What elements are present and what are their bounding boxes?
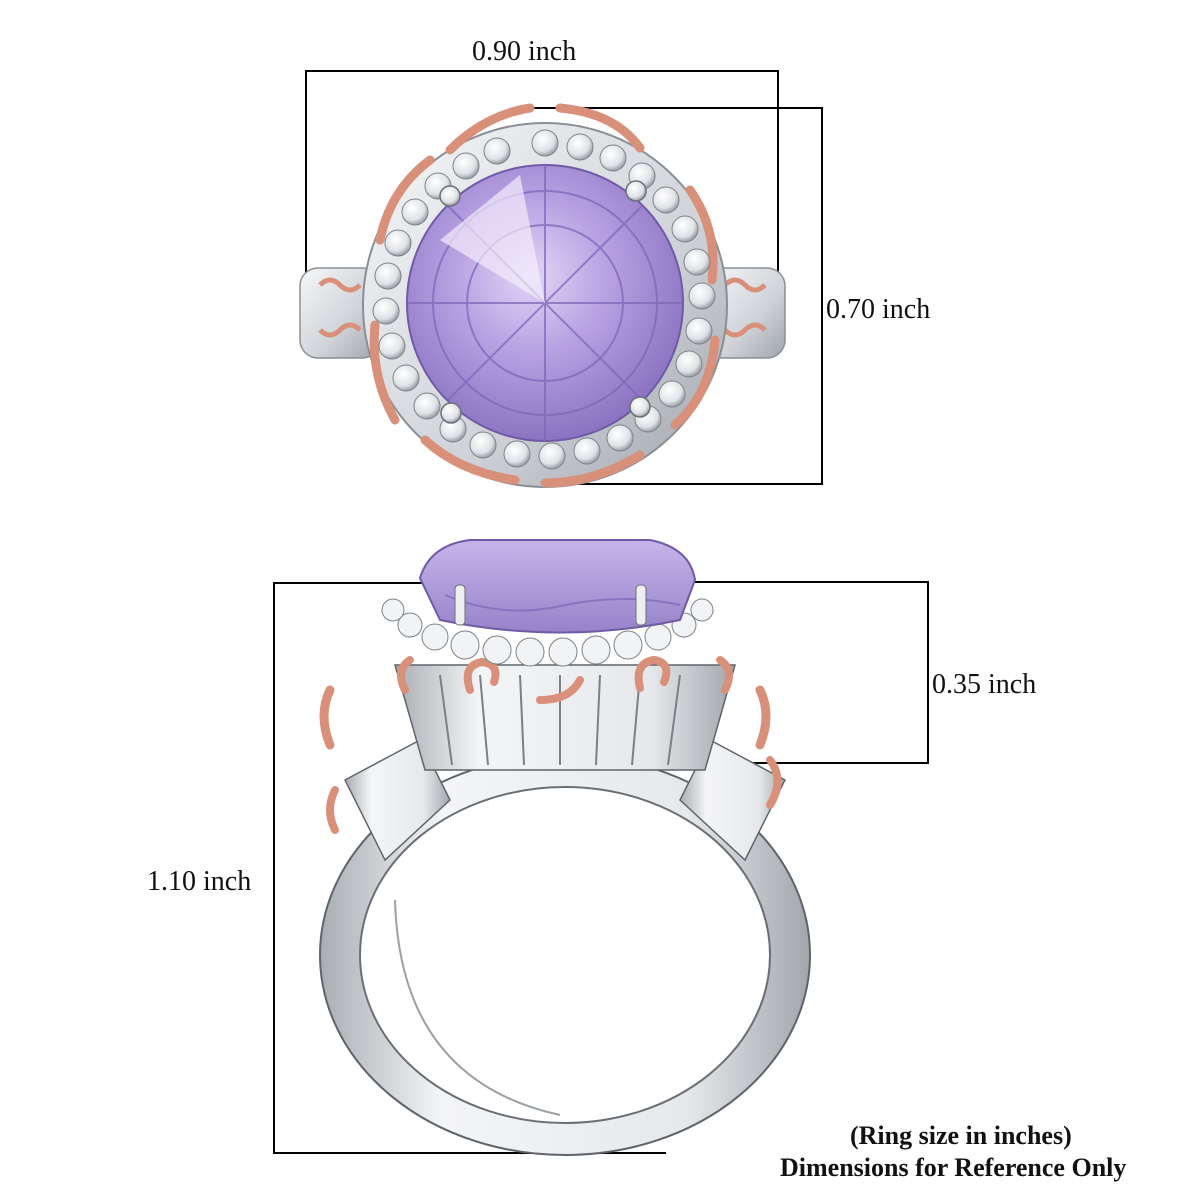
width-dimension-bracket	[305, 70, 779, 313]
caption-reference-disclaimer: Dimensions for Reference Only	[780, 1153, 1127, 1182]
caption-ring-size: (Ring size in inches)	[850, 1121, 1072, 1150]
height-dimension-bracket	[515, 107, 823, 485]
height-dimension-label: 0.70 inch	[826, 294, 931, 325]
width-dimension-label: 0.90 inch	[472, 36, 577, 67]
setting-height-dimension-bracket	[582, 581, 929, 764]
total-height-dimension-label: 1.10 inch	[147, 866, 252, 897]
setting-height-dimension-label: 0.35 inch	[932, 669, 1037, 700]
